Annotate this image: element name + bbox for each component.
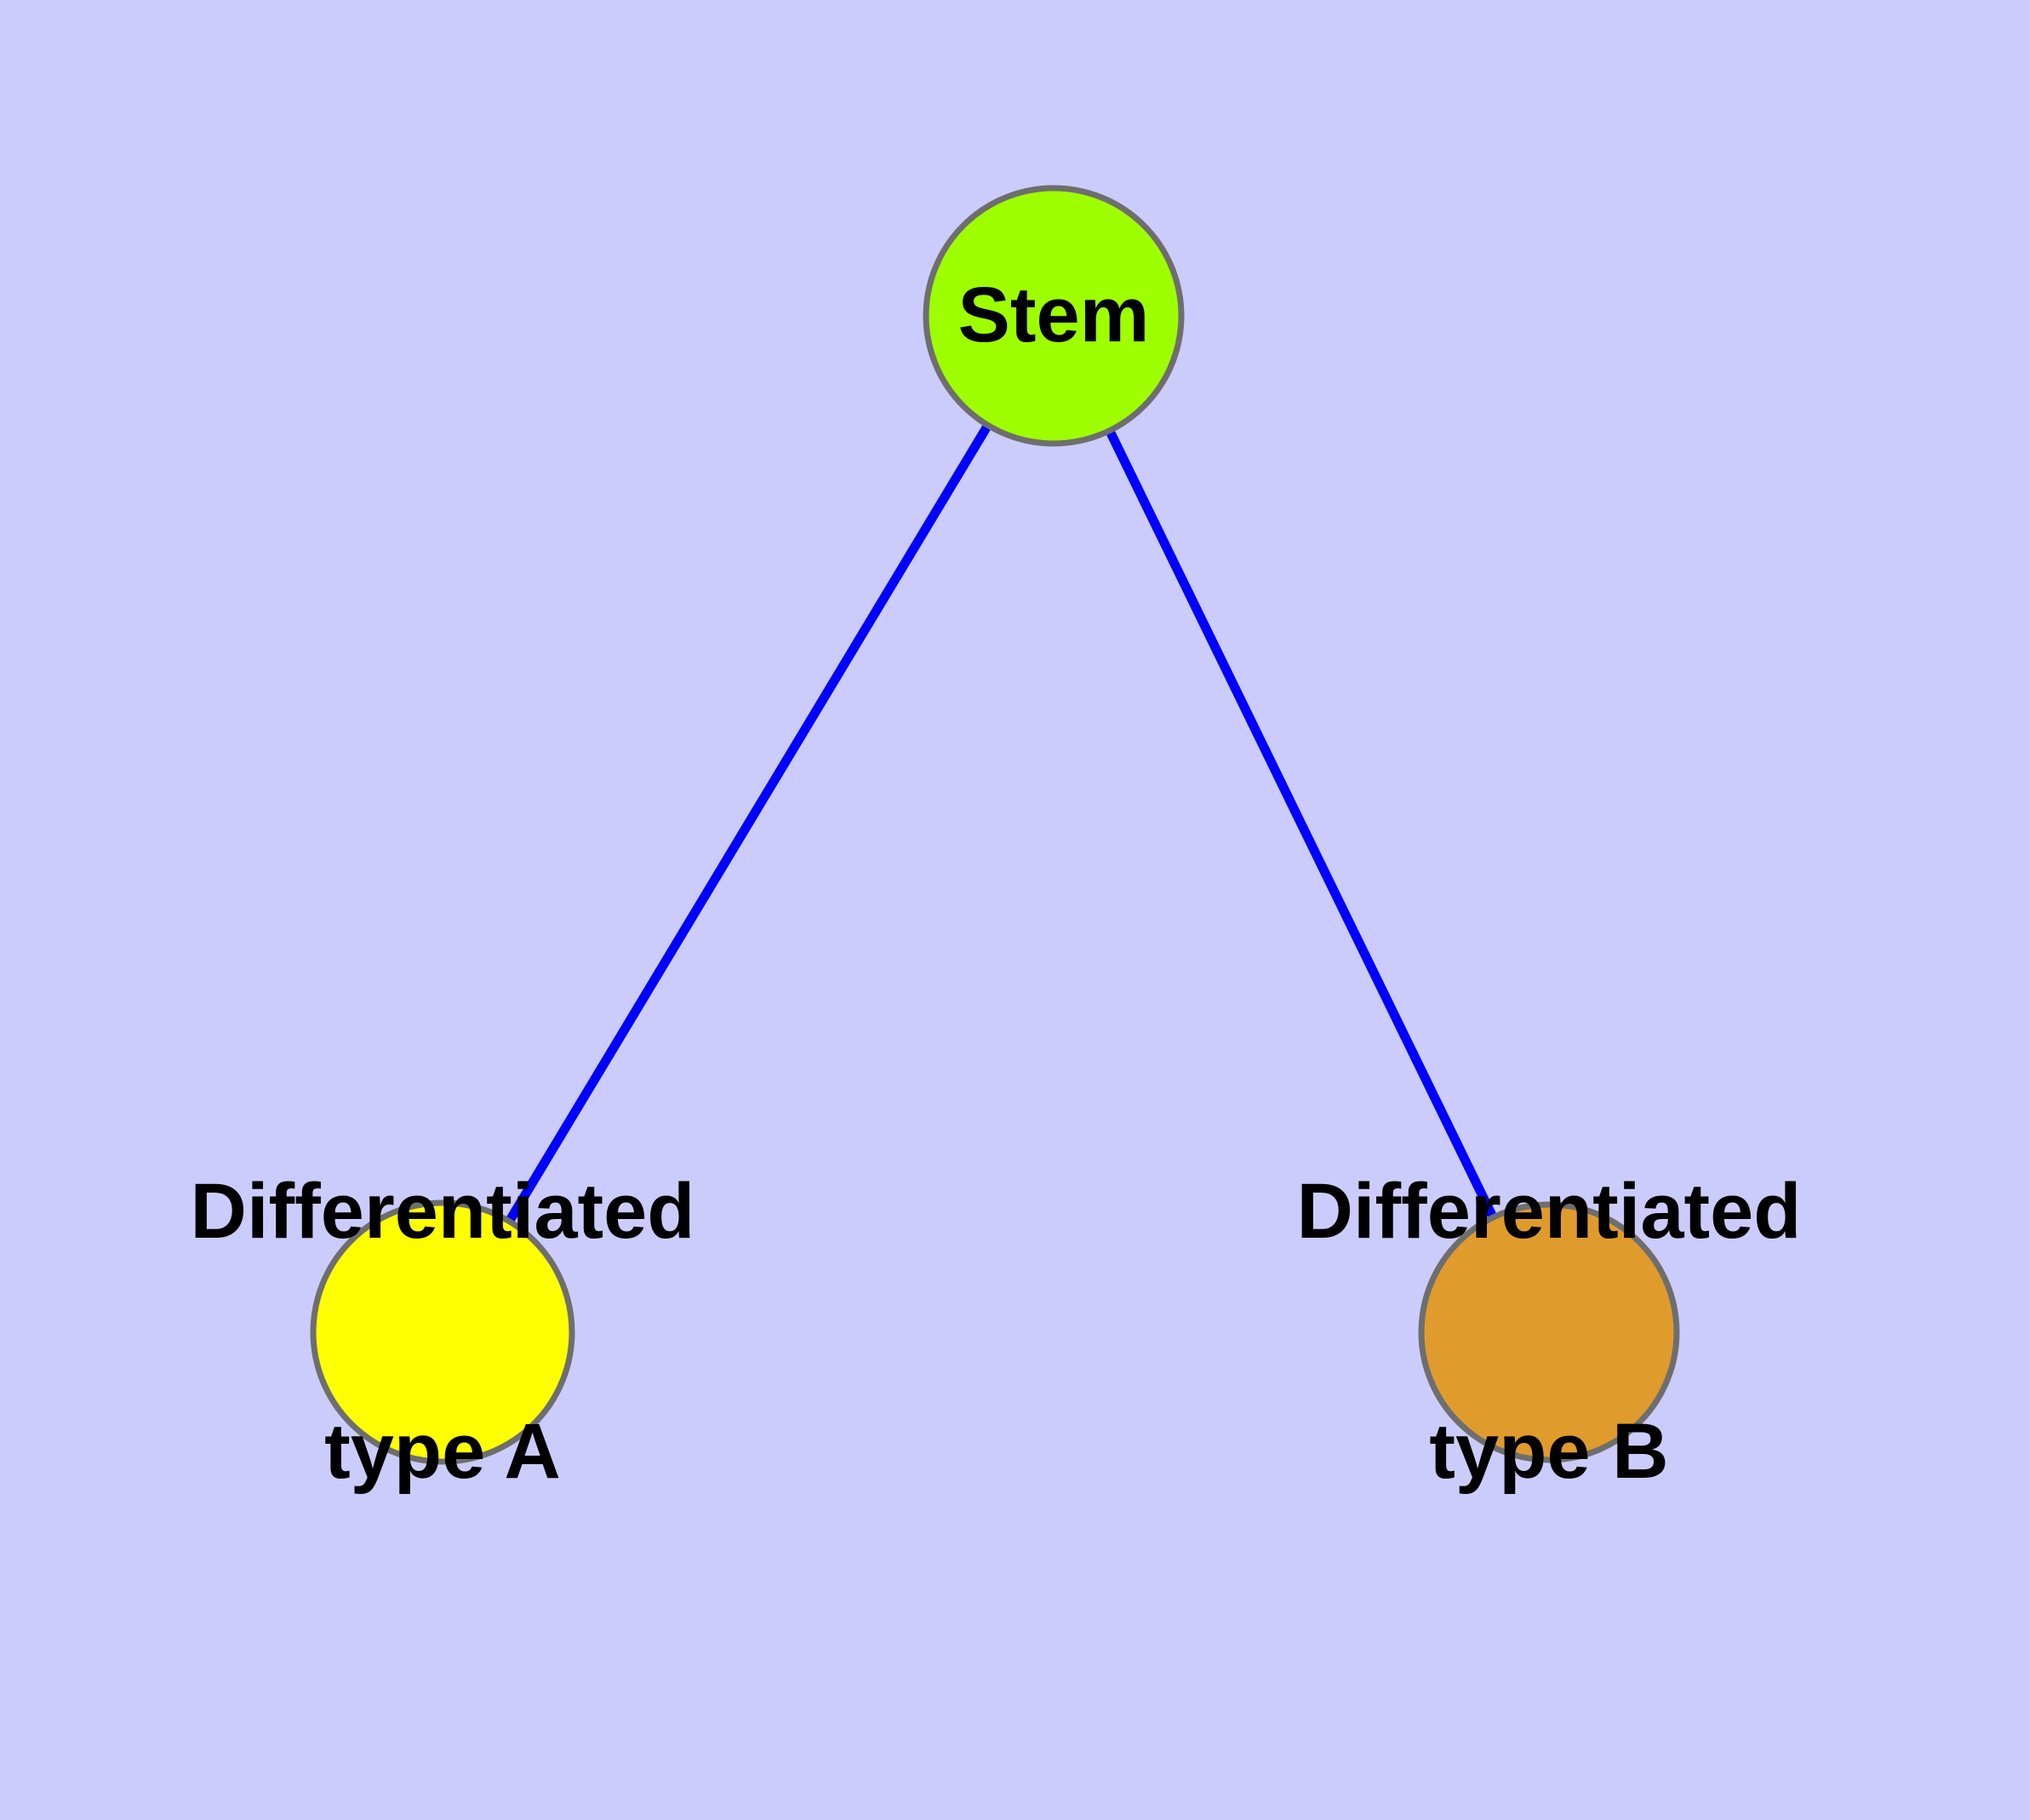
edge-stem-to-differentiated-type-b[interactable] <box>1105 428 1498 1220</box>
edge-stem-to-differentiated-type-a[interactable] <box>505 422 992 1224</box>
node-layer <box>310 185 1680 1465</box>
node-circle-differentiated-type-a[interactable] <box>310 1199 575 1465</box>
edge-layer <box>505 422 1498 1224</box>
node-circle-differentiated-type-b[interactable] <box>1418 1201 1680 1463</box>
node-circle-stem[interactable] <box>923 185 1185 447</box>
